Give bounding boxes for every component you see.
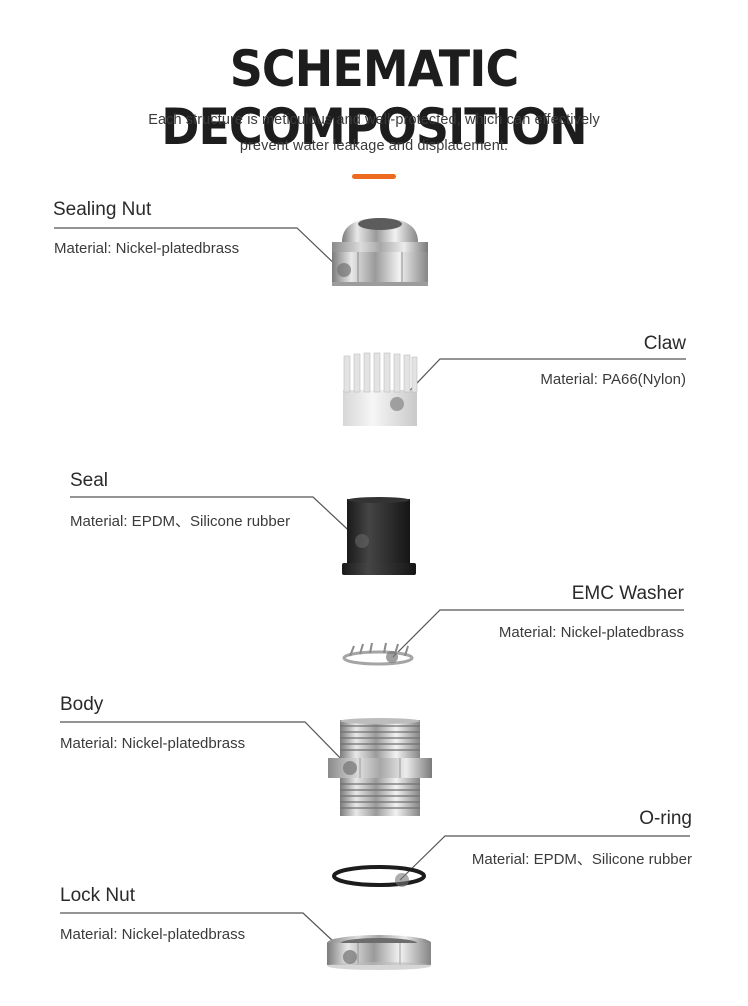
seal-image	[342, 497, 416, 575]
part-material-claw: Material: PA66(Nylon)	[540, 371, 686, 388]
part-material-seal: Material: EPDM、Silicone rubber	[70, 513, 291, 530]
subtitle-line-2: prevent water leakage and displacement.	[239, 138, 509, 154]
page-title: SCHEMATIC DECOMPOSITION	[161, 40, 587, 156]
o-ring-image	[332, 865, 426, 887]
part-label-lock-nut: Lock Nut	[60, 885, 135, 906]
part-label-emc-washer: EMC Washer	[571, 583, 684, 604]
part-label-sealing-nut: Sealing Nut	[53, 199, 152, 220]
body-image	[328, 718, 432, 816]
part-material-body: Material: Nickel-platedbrass	[60, 735, 246, 752]
part-label-o-ring: O-ring	[639, 808, 692, 829]
part-label-claw: Claw	[643, 333, 686, 354]
part-label-seal: Seal	[70, 470, 109, 491]
part-material-o-ring: Material: EPDM、Silicone rubber	[471, 851, 692, 868]
accent-bar	[352, 174, 396, 179]
part-material-lock-nut: Material: Nickel-platedbrass	[60, 926, 246, 943]
lock-nut-image	[327, 935, 431, 970]
part-material-emc-washer: Material: Nickel-platedbrass	[498, 624, 684, 641]
claw-image	[343, 352, 418, 426]
part-material-sealing-nut: Material: Nickel-platedbrass	[54, 240, 240, 257]
part-label-body: Body	[60, 694, 104, 715]
emc-washer-image	[342, 642, 414, 666]
subtitle-line-1: Each structure is meticulous and well-pr…	[148, 112, 600, 128]
sealing-nut-image	[332, 218, 428, 286]
